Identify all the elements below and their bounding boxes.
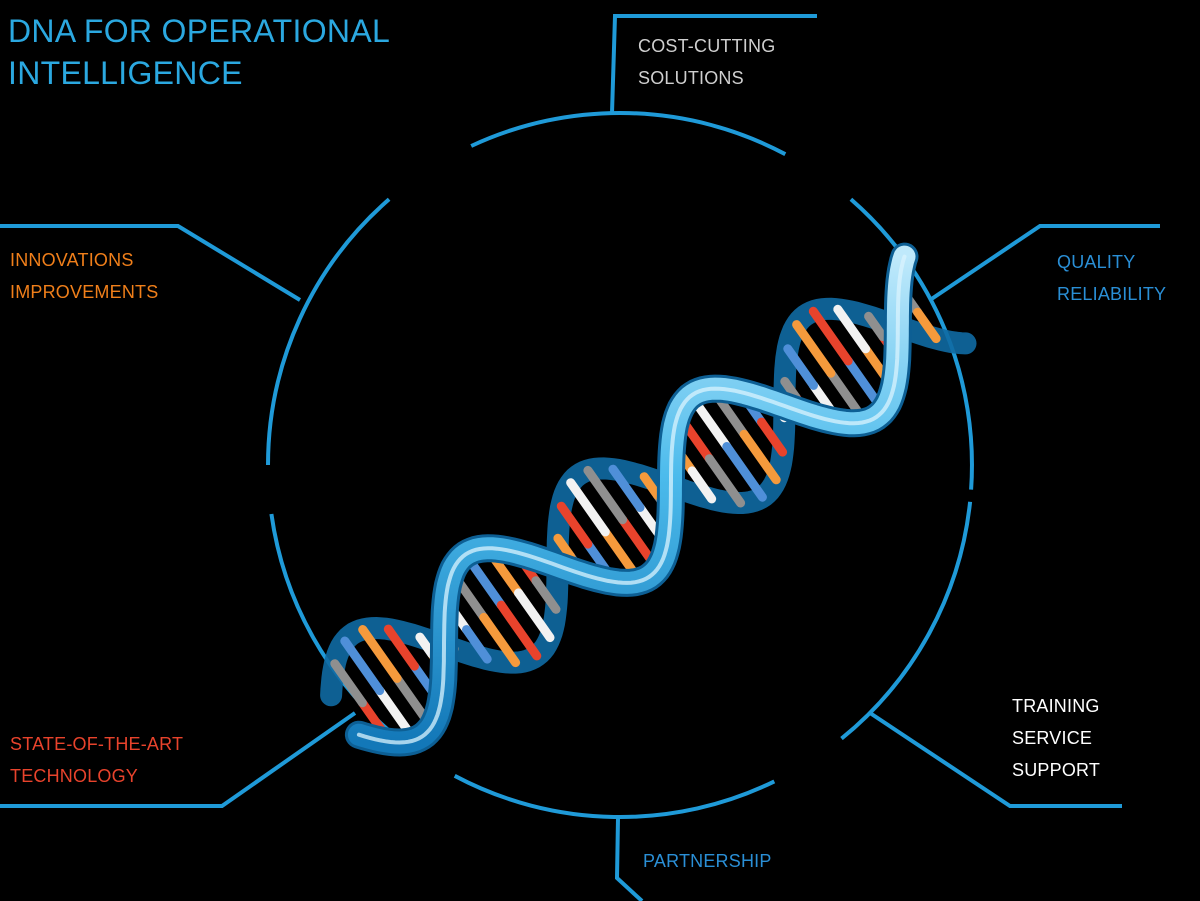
label-partnership: PARTNERSHIP <box>643 845 772 877</box>
label-line: SUPPORT <box>1012 760 1101 780</box>
helix-rung <box>792 320 836 378</box>
dna-helix-illustration <box>320 242 977 757</box>
helix-rung <box>415 632 437 659</box>
helix-rung <box>556 501 593 549</box>
label-line: SERVICE <box>1012 728 1093 748</box>
label-line: TECHNOLOGY <box>10 766 139 786</box>
helix-rung <box>704 454 746 508</box>
helix-rung <box>462 625 492 664</box>
helix-rung <box>383 624 419 671</box>
helix-rung <box>864 311 888 342</box>
helix-rung <box>479 612 521 668</box>
helix-rung <box>833 304 871 354</box>
title-line-1: DNA FOR OPERATIONAL <box>8 13 391 49</box>
helix-rung <box>722 442 767 502</box>
label-quality: QUALITY RELIABILITY <box>1057 246 1166 310</box>
label-line: RELIABILITY <box>1057 284 1167 304</box>
helix-rung <box>608 464 645 512</box>
label-line: IMPROVEMENTS <box>10 282 159 302</box>
label-line: SOLUTIONS <box>638 68 744 88</box>
label-line: INNOVATIONS <box>10 250 134 270</box>
connector-innovations <box>0 224 302 302</box>
helix-rung <box>739 429 781 485</box>
title-line-2: INTELLIGENCE <box>8 55 243 91</box>
helix-rung <box>553 533 576 561</box>
connector-quality <box>928 224 1160 302</box>
helix-rung <box>757 417 788 457</box>
label-line: TRAINING <box>1012 696 1100 716</box>
helix-rung <box>340 636 385 696</box>
helix-front-highlight <box>356 254 907 745</box>
label-cost-cutting: COST-CUTTING SOLUTIONS <box>638 30 775 94</box>
label-innovations: INNOVATIONS IMPROVEMENTS <box>10 244 158 308</box>
label-line: STATE-OF-THE-ART <box>10 734 184 754</box>
helix-rung <box>687 466 717 504</box>
connector-cost-cutting <box>610 14 817 114</box>
ring-arc-left-upper <box>266 197 391 466</box>
helix-rung <box>531 576 561 614</box>
helix-rung <box>358 625 402 683</box>
page-title: DNA FOR OPERATIONAL INTELLIGENCE <box>8 10 390 94</box>
ring-arc-right-lower <box>840 501 973 741</box>
helix-rung <box>496 600 542 661</box>
connector-lines <box>0 14 1160 901</box>
ring-arc-top <box>470 110 787 156</box>
connector-training <box>868 711 1122 808</box>
label-line: QUALITY <box>1057 252 1136 272</box>
label-line: COST-CUTTING <box>638 36 776 56</box>
helix-rung <box>639 472 662 500</box>
helix-back-strand <box>320 297 977 707</box>
helix-rung <box>514 588 555 643</box>
helix-rung <box>913 307 941 344</box>
connector-partnership <box>614 817 644 901</box>
ring-arc-bottom <box>453 774 776 819</box>
helix-rung <box>566 478 610 537</box>
helix-rung <box>583 465 628 525</box>
helix-rung <box>783 344 818 390</box>
helix-rung <box>808 306 853 366</box>
label-state-of-the-art: STATE-OF-THE-ART TECHNOLOGY <box>10 728 183 792</box>
label-training: TRAINING SERVICE SUPPORT <box>1012 690 1100 786</box>
helix-rungs <box>330 281 941 747</box>
connector-state-of-the-art <box>0 711 357 808</box>
helix-rung <box>330 659 367 708</box>
label-line: PARTNERSHIP <box>643 851 772 871</box>
